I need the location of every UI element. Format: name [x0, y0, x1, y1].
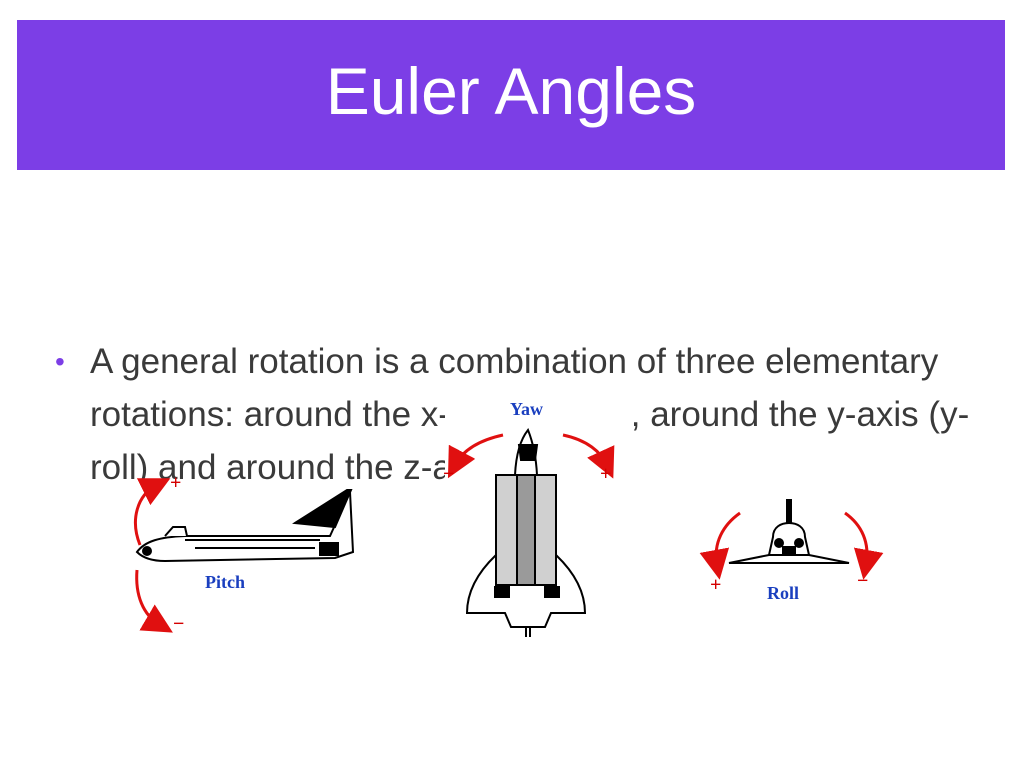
yaw-minus-arrow-icon	[447, 433, 504, 479]
rotation-figure: + − Pitch Yaw − +	[125, 395, 885, 655]
pitch-minus-sign: −	[173, 613, 184, 635]
yaw-minus-sign: −	[443, 463, 454, 485]
pitch-diagram: + − Pitch	[125, 472, 365, 635]
pitch-plus-sign: +	[170, 472, 181, 494]
slide-title: Euler Angles	[325, 54, 697, 128]
roll-plus-sign: +	[710, 574, 721, 596]
shuttle-front-icon	[728, 499, 850, 564]
bullet-dot-icon: •	[55, 346, 65, 377]
yaw-plus-sign: +	[600, 463, 611, 485]
shuttle-side-icon	[135, 489, 355, 563]
pitch-plus-arrow-icon	[134, 478, 171, 546]
shuttle-top-icon	[465, 428, 587, 637]
roll-label: Roll	[767, 583, 799, 603]
rotation-figure-svg: + − Pitch Yaw − +	[125, 395, 884, 640]
roll-diagram: + − Roll	[699, 499, 884, 603]
pitch-minus-arrow-icon	[135, 569, 173, 633]
title-bar: Euler Angles	[17, 20, 1005, 170]
roll-plus-arrow-icon	[699, 511, 741, 580]
yaw-label: Yaw	[510, 399, 543, 419]
yaw-plus-arrow-icon	[562, 433, 615, 479]
roll-minus-arrow-icon	[844, 511, 884, 580]
yaw-diagram: Yaw − +	[443, 395, 630, 640]
pitch-label: Pitch	[205, 572, 245, 592]
roll-minus-sign: −	[857, 570, 868, 592]
